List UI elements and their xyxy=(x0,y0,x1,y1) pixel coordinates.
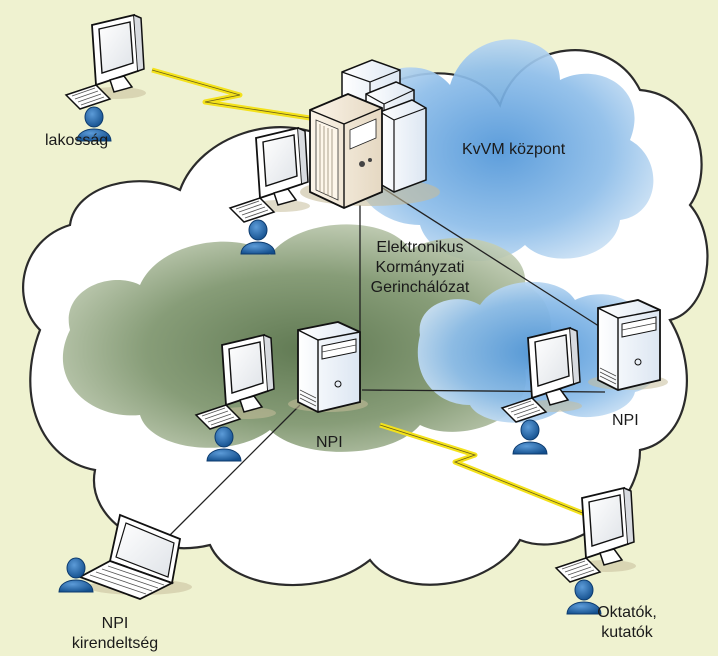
label-network-line1: Elektronikus xyxy=(376,239,464,256)
label-oktatok: Oktatók, kutatók xyxy=(582,603,672,643)
lakossag-workstation-icon xyxy=(66,15,146,141)
label-npi-center: NPI xyxy=(316,434,343,451)
central-server-icon xyxy=(300,59,440,209)
label-oktatok-line2: kutatók xyxy=(601,624,653,641)
label-lakossag: lakosság xyxy=(45,132,109,149)
npi-right-server-icon xyxy=(587,299,669,391)
label-kirendeltseg-line2: kirendeltség xyxy=(71,635,159,652)
label-oktatok-line1: Oktatók, xyxy=(597,604,657,621)
label-kirendeltseg: NPI kirendeltség xyxy=(60,614,170,654)
label-network-line3: Gerinchálózat xyxy=(370,279,470,296)
laptop-icon xyxy=(77,513,192,600)
label-npi-right: NPI xyxy=(612,412,639,429)
label-kirendeltseg-line1: NPI xyxy=(101,615,129,632)
npi-center-server-icon xyxy=(287,321,369,413)
label-network: Elektronikus Kormányzati Gerinchálózat xyxy=(362,238,478,298)
label-network-line2: Kormányzati xyxy=(375,259,465,276)
kvvm-cloud xyxy=(346,39,654,262)
label-kvvm: KvVM központ xyxy=(462,141,566,158)
